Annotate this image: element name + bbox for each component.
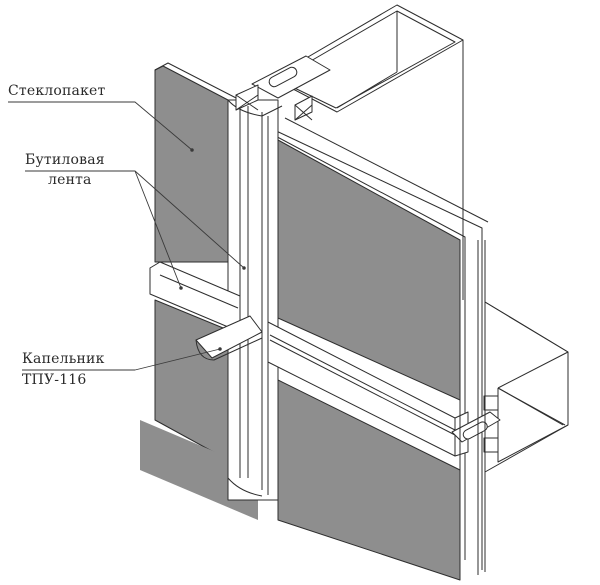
leader-lines [8,101,246,371]
glass-pane-upper-left [154,62,241,263]
top-node-insert [235,55,331,121]
mullion-profile-top [271,4,464,300]
label-butyl-tape-line2: лента [48,172,92,188]
label-drip-cap-line1: Капельник [22,351,105,367]
label-butyl-tape-line1: Бутиловая [25,152,105,168]
leader-drip-cap [22,348,221,371]
leader-butyl-tape-b [134,170,245,269]
transom-cover-left [149,261,241,333]
right-vertical-edges [459,240,486,580]
right-node-insert [451,395,501,453]
transom-profile-right [484,301,569,473]
leader-glass-unit [8,101,193,151]
label-drip-cap-line2: ТПУ-116 [22,372,87,388]
label-glass-unit: Стеклопакет [8,83,106,99]
